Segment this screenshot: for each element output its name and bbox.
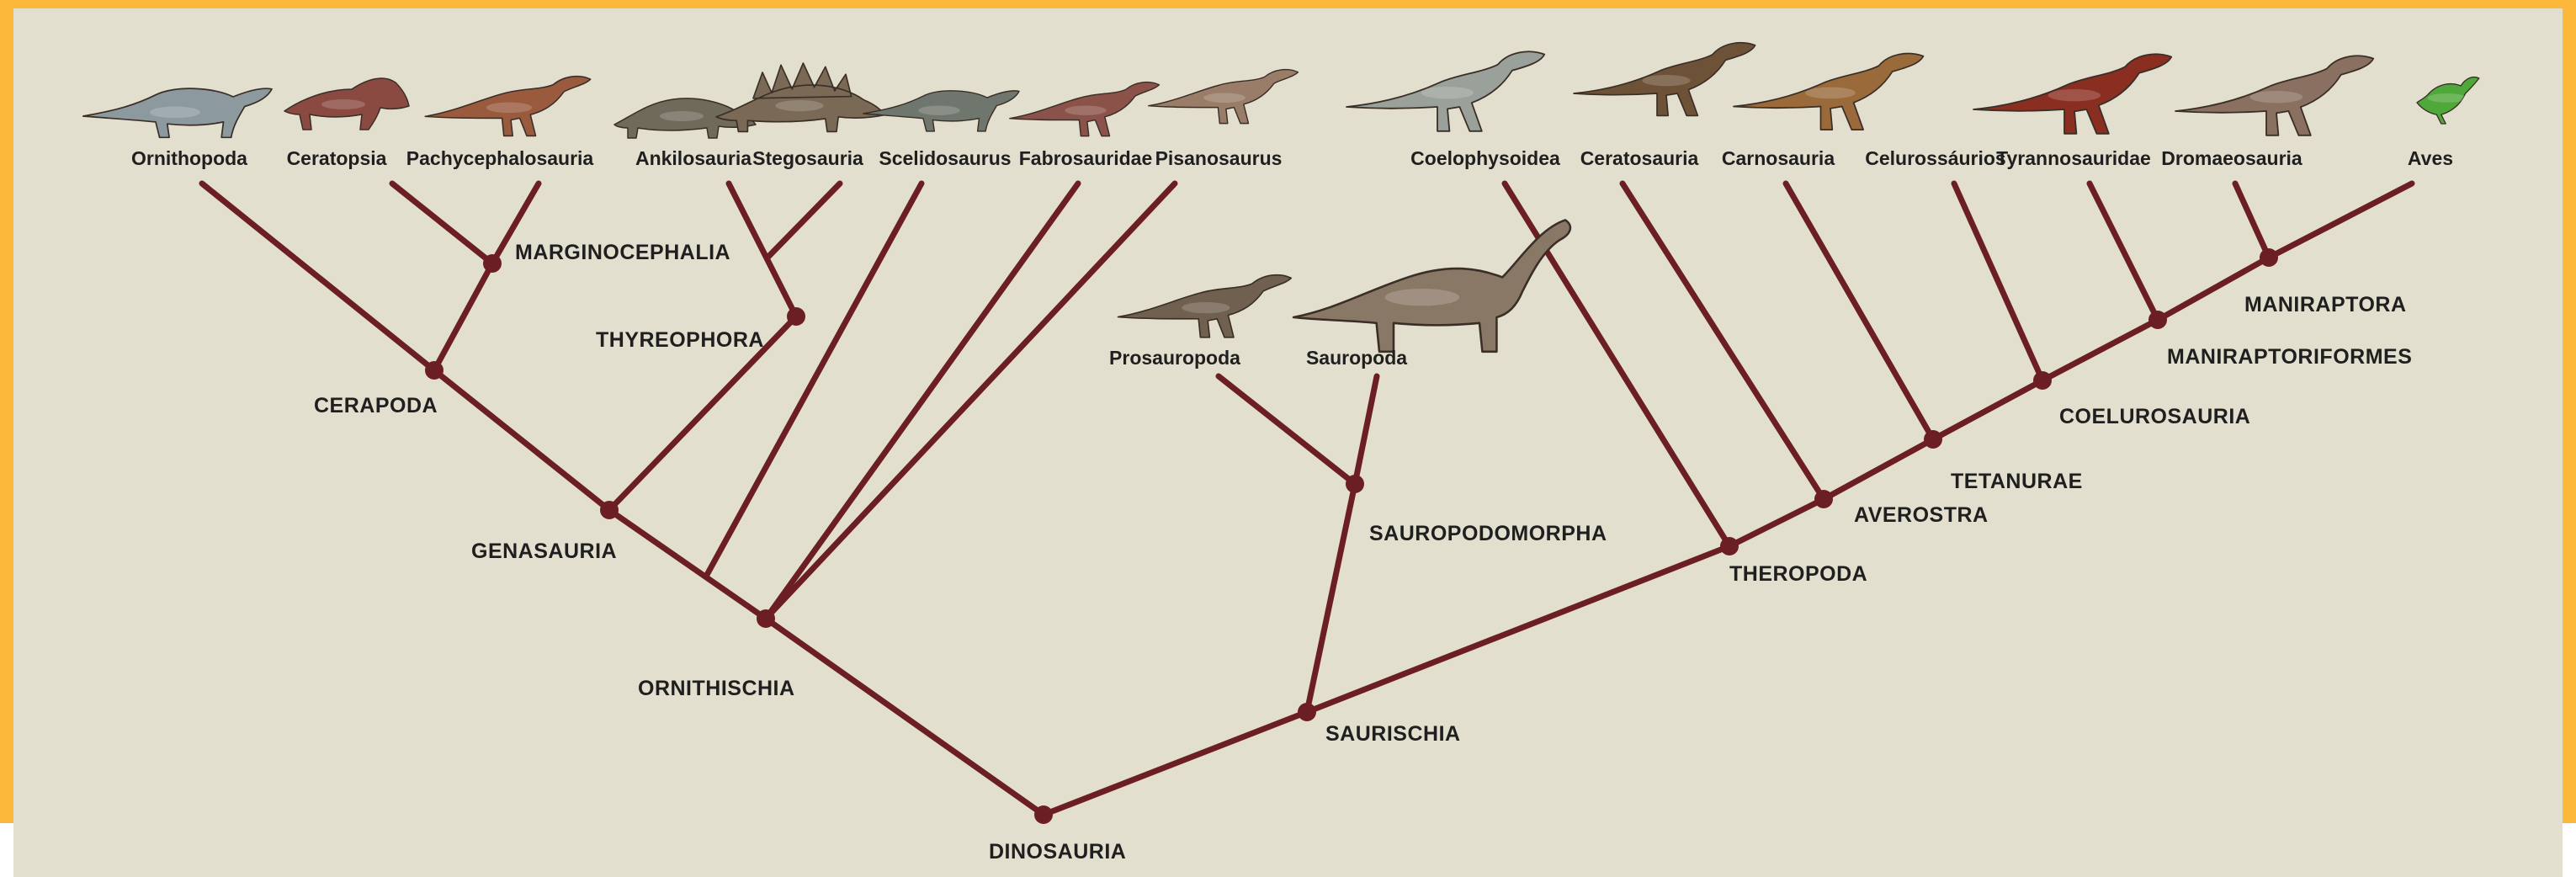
stem-averostra bbox=[1729, 499, 1824, 546]
clade-label-theropoda: THEROPODA bbox=[1729, 562, 1867, 586]
carnosaur-illustration bbox=[1734, 54, 1923, 130]
taxon-label-coelophysoidea: Coelophysoidea bbox=[1410, 147, 1560, 169]
stem-sauropodomorpha bbox=[1307, 484, 1355, 712]
clade-label-dinosauria: DINOSAURIA bbox=[989, 840, 1126, 864]
branch-ornithopoda bbox=[202, 183, 434, 370]
taxon-label-ceratosauria: Ceratosauria bbox=[1580, 147, 1699, 169]
taxon-label-scelidosaurus: Scelidosaurus bbox=[879, 147, 1011, 169]
node-genasauria bbox=[600, 501, 619, 519]
taxon-label-ornithopoda: Ornithopoda bbox=[131, 147, 247, 169]
taxon-label-prosauropoda: Prosauropoda bbox=[1109, 347, 1240, 369]
clade-label-tetanurae: TETANURAE bbox=[1951, 470, 2083, 493]
clade-label-maniraptoriformes: MANIRAPTORIFORMES bbox=[2167, 345, 2412, 369]
prosauropod-illustration bbox=[1118, 275, 1292, 338]
green-parrot-illustration bbox=[2417, 77, 2479, 124]
taxon-label-aves: Aves bbox=[2408, 147, 2453, 169]
taxon-label-stegosauria: Stegosauria bbox=[752, 147, 863, 169]
stem-coelurosauria bbox=[1933, 380, 2042, 439]
ceratopsian-dinosaur-illustration bbox=[284, 78, 409, 130]
taxon-label-celurossaurios: Celurossáurios bbox=[1865, 147, 2005, 169]
node-saurischia bbox=[1298, 703, 1316, 721]
clade-label-maniraptora: MANIRAPTORA bbox=[2244, 293, 2407, 316]
node-maniraptora bbox=[2260, 248, 2278, 267]
taxon-label-sauropoda: Sauropoda bbox=[1306, 347, 1407, 369]
node-maniraptoriformes bbox=[2148, 311, 2167, 329]
node-sauropodomorpha bbox=[1346, 475, 1364, 493]
taxon-label-carnosauria: Carnosauria bbox=[1722, 147, 1835, 169]
stegosaur-illustration bbox=[716, 63, 884, 131]
clade-label-thyreophora: THYREOPHORA bbox=[596, 328, 764, 352]
branch-carnosauria bbox=[1786, 183, 1933, 439]
stem-tetanurae bbox=[1824, 439, 1933, 499]
node-thyreophora bbox=[787, 307, 805, 326]
branch-ankilosauria bbox=[729, 183, 796, 316]
branch-celurossaurios bbox=[1954, 183, 2042, 380]
node-ornithischia bbox=[757, 609, 775, 628]
node-coelurosauria bbox=[2033, 371, 2052, 390]
stem-marginocephalia bbox=[434, 263, 492, 370]
ornithopod-dinosaur-illustration bbox=[83, 88, 272, 137]
stem-maniraptoriformes bbox=[2042, 320, 2158, 380]
taxon-label-dromaeosauria: Dromaeosauria bbox=[2161, 147, 2302, 169]
branch-pisanosaurus bbox=[766, 183, 1175, 619]
taxon-label-pisanosaurus: Pisanosaurus bbox=[1155, 147, 1283, 169]
branch-ceratosauria bbox=[1623, 183, 1824, 499]
branch-dromaeosauria bbox=[2235, 183, 2269, 258]
branch-tyrannosauridae bbox=[2090, 183, 2158, 320]
branch-stegosauria bbox=[768, 183, 840, 257]
stem-theropoda bbox=[1307, 546, 1729, 712]
fabrosaurid-illustration bbox=[1010, 82, 1160, 136]
tyrannosaur-illustration bbox=[1973, 54, 2171, 134]
taxon-label-pachycephalosauria: Pachycephalosauria bbox=[406, 147, 594, 169]
scelidosaurus-illustration bbox=[863, 91, 1019, 131]
sauropod-illustration bbox=[1293, 220, 1570, 351]
node-marginocephalia bbox=[483, 254, 502, 273]
clade-label-marginocephalia: MARGINOCEPHALIA bbox=[515, 241, 730, 264]
ceratosaur-illustration bbox=[1574, 43, 1755, 116]
node-theropoda bbox=[1720, 537, 1739, 555]
node-cerapoda bbox=[425, 361, 443, 380]
stem-saurischia bbox=[1044, 712, 1307, 815]
branch-sauropoda bbox=[1355, 376, 1377, 484]
clade-label-ornithischia: ORNITHISCHIA bbox=[638, 677, 795, 700]
clade-label-averostra: AVEROSTRA bbox=[1854, 503, 1989, 527]
stem-cerapoda bbox=[434, 370, 609, 510]
branch-prosauropoda bbox=[1219, 376, 1355, 484]
dromaeosaur-illustration bbox=[2175, 56, 2373, 136]
clade-label-sauropodomorpha: SAUROPODOMORPHA bbox=[1369, 522, 1607, 545]
clade-label-cerapoda: CERAPODA bbox=[314, 394, 438, 417]
branch-aves bbox=[2269, 183, 2412, 258]
branch-ceratopsia bbox=[392, 183, 492, 263]
pachycephalosaur-illustration bbox=[425, 77, 590, 136]
clade-label-genasauria: GENASAURIA bbox=[471, 539, 617, 563]
taxon-label-tyrannosauridae: Tyrannosauridae bbox=[1996, 147, 2151, 169]
clade-label-saurischia: SAURISCHIA bbox=[1325, 722, 1461, 746]
node-averostra bbox=[1814, 490, 1833, 508]
taxon-label-fabrosauridae: Fabrosauridae bbox=[1019, 147, 1153, 169]
branch-fabrosauridae bbox=[766, 183, 1078, 619]
clade-label-coelurosauria: COELUROSAURIA bbox=[2059, 405, 2250, 428]
stem-ornithischia bbox=[766, 619, 1044, 815]
taxon-label-ceratopsia: Ceratopsia bbox=[287, 147, 387, 169]
node-tetanurae bbox=[1924, 430, 1942, 449]
pisanosaurus-illustration bbox=[1149, 70, 1299, 124]
coelophysoid-illustration bbox=[1346, 51, 1544, 131]
node-dinosauria bbox=[1034, 805, 1053, 824]
stem-genasauria bbox=[609, 510, 766, 619]
taxon-label-ankilosauria: Ankilosauria bbox=[635, 147, 752, 169]
